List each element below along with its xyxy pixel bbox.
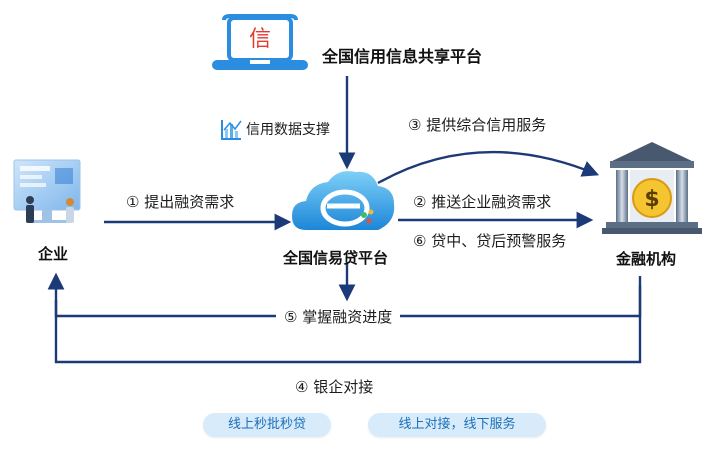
data-support-label: 信用数据支撑: [246, 122, 330, 138]
cloud-logo-icon: [292, 171, 395, 230]
flow-6-label: ⑥ 贷中、贷后预警服务: [413, 232, 567, 250]
bank-icon: $: [602, 142, 702, 234]
flow-4-label: ④ 银企对接: [295, 378, 374, 396]
financial-label: 金融机构: [616, 250, 677, 268]
enterprise-icon: [13, 159, 81, 223]
svg-text:$: $: [644, 187, 659, 212]
pill-online-instant-loan: 线上秒批秒贷: [203, 413, 331, 437]
laptop-icon: [212, 14, 308, 70]
platform-center-label: 全国信易贷平台: [283, 249, 389, 267]
platform-top-title: 全国信用信息共享平台: [322, 47, 483, 66]
arrow-flow-3: [377, 150, 600, 185]
flow-1-label: ① 提出融资需求: [126, 193, 235, 211]
laptop-char: 信: [249, 27, 272, 52]
flow-3-label: ③ 提供综合信用服务: [408, 116, 547, 134]
pill-online-offline-service: 线上对接，线下服务: [368, 413, 546, 437]
bar-chart-icon: [221, 120, 242, 140]
enterprise-label: 企业: [38, 245, 69, 263]
arrow-flow-4: [54, 276, 642, 364]
flow-5-label: ⑤ 掌握融资进度: [276, 310, 401, 325]
flow-2-label: ② 推送企业融资需求: [413, 193, 552, 211]
